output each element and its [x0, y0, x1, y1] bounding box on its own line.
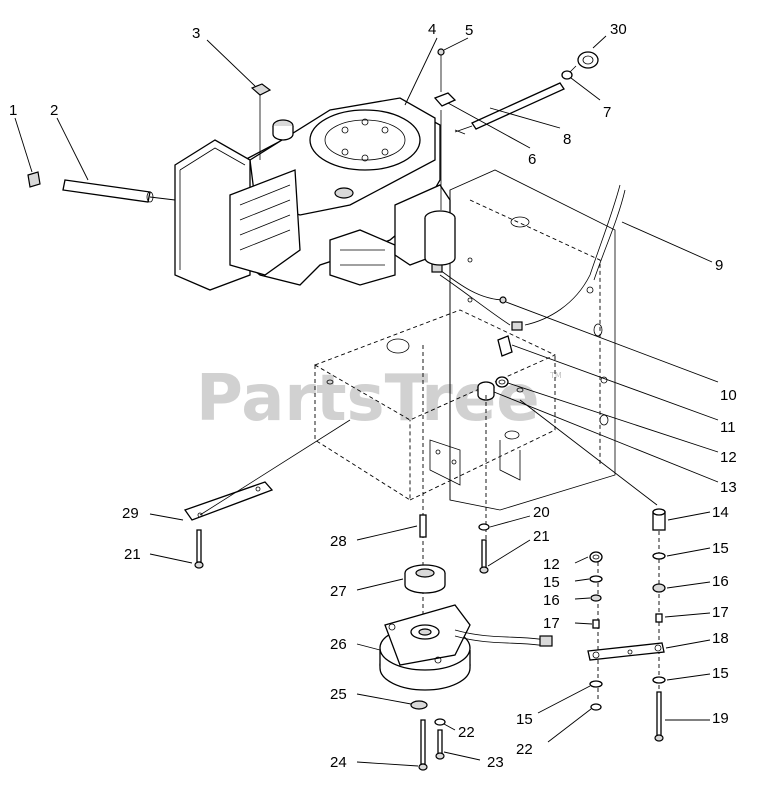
callout-13: 13: [720, 479, 737, 496]
part-2-tube[interactable]: [62, 179, 176, 203]
callout-9: 9: [715, 257, 723, 274]
engine-assembly[interactable]: [174, 97, 451, 291]
callout-25: 25: [330, 686, 347, 703]
callout-19: 19: [712, 710, 729, 727]
watermark-trademark: TM: [549, 371, 562, 380]
leader-lines: [14, 35, 719, 767]
part-24-bolt[interactable]: [418, 719, 428, 771]
callout-12: 12: [720, 449, 737, 466]
callout-8: 8: [563, 131, 571, 148]
part-17-spacer-a[interactable]: [592, 619, 600, 629]
part-25-washer[interactable]: [410, 700, 428, 710]
callout-16-a: 16: [543, 592, 560, 609]
callout-17-a: 17: [543, 615, 560, 632]
callout-24: 24: [330, 754, 347, 771]
callout-30: 30: [610, 21, 627, 38]
part-19-bolt[interactable]: [654, 691, 664, 742]
callout-26: 26: [330, 636, 347, 653]
part-20-washer[interactable]: [478, 523, 490, 531]
part-13-spacer[interactable]: [477, 381, 495, 401]
callout-15-c: 15: [712, 540, 729, 557]
callout-17-b: 17: [712, 604, 729, 621]
callout-1: 1: [9, 102, 17, 119]
part-10-screw[interactable]: [499, 296, 507, 304]
part-5-bolt[interactable]: [437, 48, 445, 210]
callout-11: 11: [720, 419, 736, 436]
callout-23: 23: [487, 754, 504, 771]
part-15-washer-b[interactable]: [589, 680, 603, 688]
part-8-rod[interactable]: [454, 82, 565, 133]
part-15-washer-c[interactable]: [652, 552, 666, 560]
part-12-nut-lower[interactable]: [589, 551, 603, 563]
callout-18: 18: [712, 630, 729, 647]
callout-3: 3: [192, 25, 200, 42]
callout-22-right: 22: [516, 741, 533, 758]
part-1-cap[interactable]: [27, 171, 41, 188]
wire-harness: [431, 261, 523, 331]
callout-22-mid: 22: [458, 724, 475, 741]
part-11-bracket[interactable]: [497, 335, 513, 357]
callout-15-a: 15: [543, 574, 560, 591]
callout-labels: 1 2 3 4 5 30 7 8 6 9 10 11 12 13 14 15 1…: [9, 21, 737, 771]
part-16-washer-b[interactable]: [652, 583, 666, 593]
part-18-arm[interactable]: [587, 642, 665, 661]
part-21-bolt-left[interactable]: [194, 529, 204, 569]
callout-5: 5: [465, 22, 473, 39]
callout-15-b: 15: [516, 711, 533, 728]
part-28-key[interactable]: [419, 514, 427, 538]
callout-29: 29: [122, 505, 139, 522]
callout-6: 6: [528, 151, 536, 168]
callout-7: 7: [603, 104, 611, 121]
callout-21-left: 21: [124, 546, 141, 563]
callout-27: 27: [330, 583, 347, 600]
part-15-washer-d[interactable]: [652, 676, 666, 684]
callout-12-lower: 12: [543, 556, 560, 573]
part-14-bushing[interactable]: [652, 508, 666, 531]
part-21-bolt-mid[interactable]: [479, 539, 489, 574]
callout-2: 2: [50, 102, 58, 119]
callout-10: 10: [720, 387, 737, 404]
part-22-washer-mid[interactable]: [434, 718, 446, 726]
callout-4: 4: [428, 21, 436, 38]
part-29-plate[interactable]: [183, 419, 351, 521]
part-7-nut[interactable]: [561, 70, 573, 80]
callout-28: 28: [330, 533, 347, 550]
part-6-clip[interactable]: [433, 92, 466, 135]
part-9-cable[interactable]: [524, 184, 626, 326]
callout-21-mid: 21: [533, 528, 550, 545]
part-26-clutch[interactable]: [379, 604, 553, 691]
part-17-spacer-b[interactable]: [655, 613, 663, 623]
part-22-washer-right[interactable]: [590, 703, 602, 711]
callout-16-b: 16: [712, 573, 729, 590]
part-15-washer-a[interactable]: [589, 575, 603, 583]
callout-15-d: 15: [712, 665, 729, 682]
part-16-washer-a[interactable]: [590, 594, 602, 602]
callout-20: 20: [533, 504, 550, 521]
part-3-decal[interactable]: [250, 83, 272, 160]
callout-14: 14: [712, 504, 729, 521]
part-30-knob[interactable]: [569, 51, 599, 73]
fuel-filter: [424, 210, 456, 266]
part-27-pulley[interactable]: [404, 564, 446, 594]
part-12-nut[interactable]: [495, 376, 509, 388]
part-23-bolt[interactable]: [435, 729, 445, 760]
